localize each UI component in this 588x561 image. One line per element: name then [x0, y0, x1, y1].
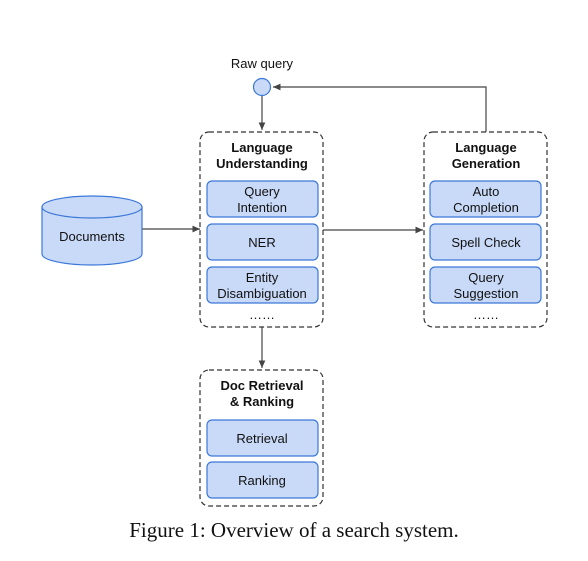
understanding-title-line2: Understanding: [216, 156, 308, 171]
documents-database: Documents: [41, 195, 143, 266]
database-top: [41, 195, 143, 219]
generation-title-line1: Language: [455, 140, 516, 155]
generation-ellipsis: ……: [473, 307, 499, 322]
query-intention-box: [206, 180, 319, 218]
query-intention-line2: Intention: [237, 200, 287, 215]
retrieval-title-line1: Doc Retrieval: [220, 378, 303, 393]
retrieval-title-line2: & Ranking: [230, 394, 294, 409]
ranking-label: Ranking: [238, 473, 286, 488]
figure-caption: Figure 1: Overview of a search system.: [129, 518, 459, 542]
auto-completion-line1: Auto: [473, 184, 500, 199]
query-intention-line1: Query: [244, 184, 280, 199]
auto-completion-box: [429, 180, 542, 218]
raw-query-circle: [252, 77, 272, 97]
documents-label: Documents: [59, 229, 125, 244]
query-suggestion-line2: Suggestion: [453, 286, 518, 301]
database-icon: [41, 207, 143, 266]
understanding-ellipsis: ……: [249, 307, 275, 322]
ner-label: NER: [248, 235, 275, 250]
entity-disambiguation-line1: Entity: [246, 270, 279, 285]
ranking-box: [206, 461, 319, 499]
query-suggestion-box: [429, 266, 542, 304]
generation-container: [423, 131, 548, 328]
language-understanding-group: Language Understanding Query Intention N…: [199, 131, 324, 328]
raw-query-node: Raw query: [231, 56, 294, 97]
entity-disambiguation-box: [206, 266, 319, 304]
spell-check-box: [429, 223, 542, 261]
understanding-container: [199, 131, 324, 328]
spell-check-label: Spell Check: [451, 235, 521, 250]
raw-query-label: Raw query: [231, 56, 294, 71]
auto-completion-line2: Completion: [453, 200, 519, 215]
retrieval-container: [199, 369, 324, 507]
ner-box: [206, 223, 319, 261]
understanding-title-line1: Language: [231, 140, 292, 155]
query-suggestion-line1: Query: [468, 270, 504, 285]
retrieval-label: Retrieval: [236, 431, 287, 446]
generation-title-line2: Generation: [452, 156, 521, 171]
arrow-generation-to-query: [273, 83, 487, 132]
entity-disambiguation-line2: Disambiguation: [217, 286, 307, 301]
retrieval-box: [206, 419, 319, 457]
connectors: [142, 83, 487, 368]
doc-retrieval-group: Doc Retrieval & Ranking Retrieval Rankin…: [199, 369, 324, 507]
language-generation-group: Language Generation Auto Completion Spel…: [423, 131, 548, 328]
